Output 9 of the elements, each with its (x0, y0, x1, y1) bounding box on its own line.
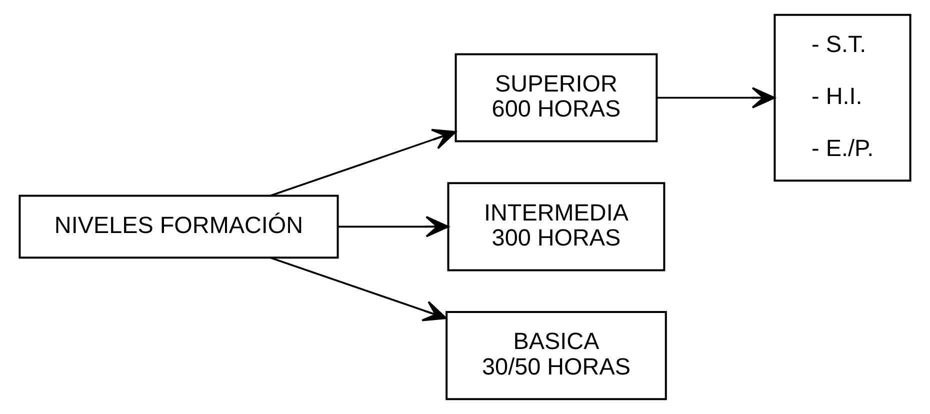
arrow (656, 87, 776, 108)
node-box: SUPERIOR 600 HORAS (454, 53, 658, 142)
arrow (270, 256, 447, 322)
node-box: - S.T. - H.I. - E./P. (774, 14, 912, 182)
node-box: NIVELES FORMACIÓN (18, 194, 339, 259)
node-box: BASICA 30/50 HORAS (446, 311, 667, 400)
arrow (338, 216, 450, 238)
node-box: INTERMEDIA 300 HORAS (447, 182, 666, 272)
arrow (270, 128, 456, 196)
